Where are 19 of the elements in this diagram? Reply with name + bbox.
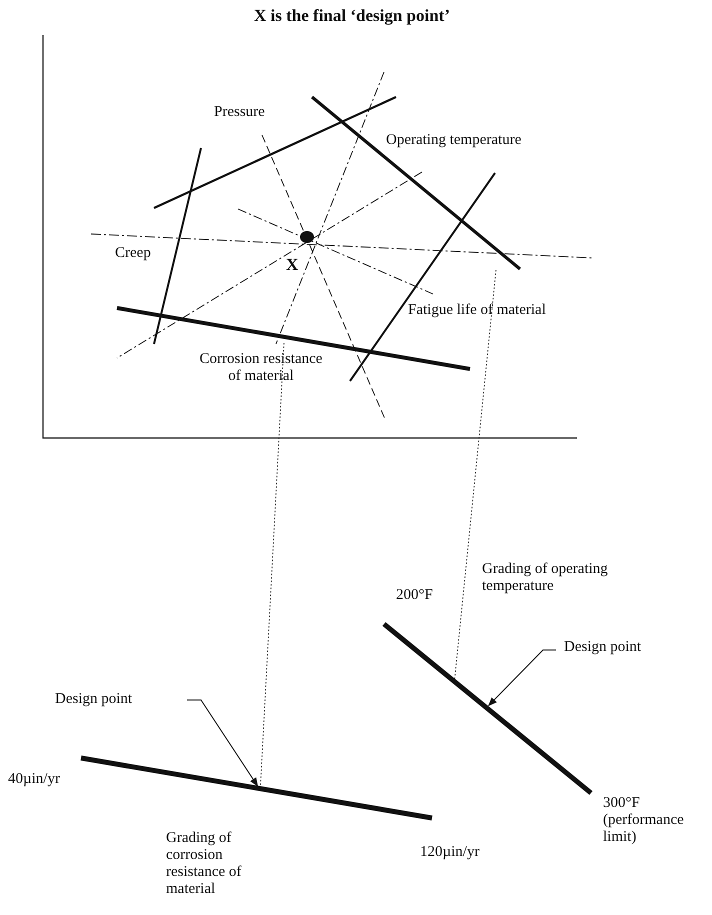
scale-label: Grading of corrosion resistance of material [166, 830, 242, 898]
point-label: X [286, 256, 298, 273]
projection-line [454, 270, 496, 682]
scale-label: 120µin/yr [420, 844, 480, 861]
scale-label: 40µin/yr [8, 771, 60, 788]
annotation-text: Operating temperature [386, 132, 522, 149]
title: X is the final ‘design point’ [253, 7, 451, 24]
scale-label: 300°F (performance limit) [603, 795, 685, 846]
scale-label: 200°F [396, 587, 433, 604]
annotation-text: Design point [55, 691, 187, 708]
grading-scale-bar [80, 756, 432, 820]
leader-arrow [488, 650, 556, 706]
annotation-text: Creep [115, 245, 151, 262]
annotation-text: Pressure [214, 104, 265, 121]
leader-arrow [186, 700, 258, 787]
annotation-text: Fatigue life of material [408, 302, 546, 319]
annotation-text: Corrosion resistance of material [198, 351, 324, 385]
scale-label: Grading of operating temperature [482, 561, 609, 595]
annotation-text: Design point [556, 639, 646, 656]
